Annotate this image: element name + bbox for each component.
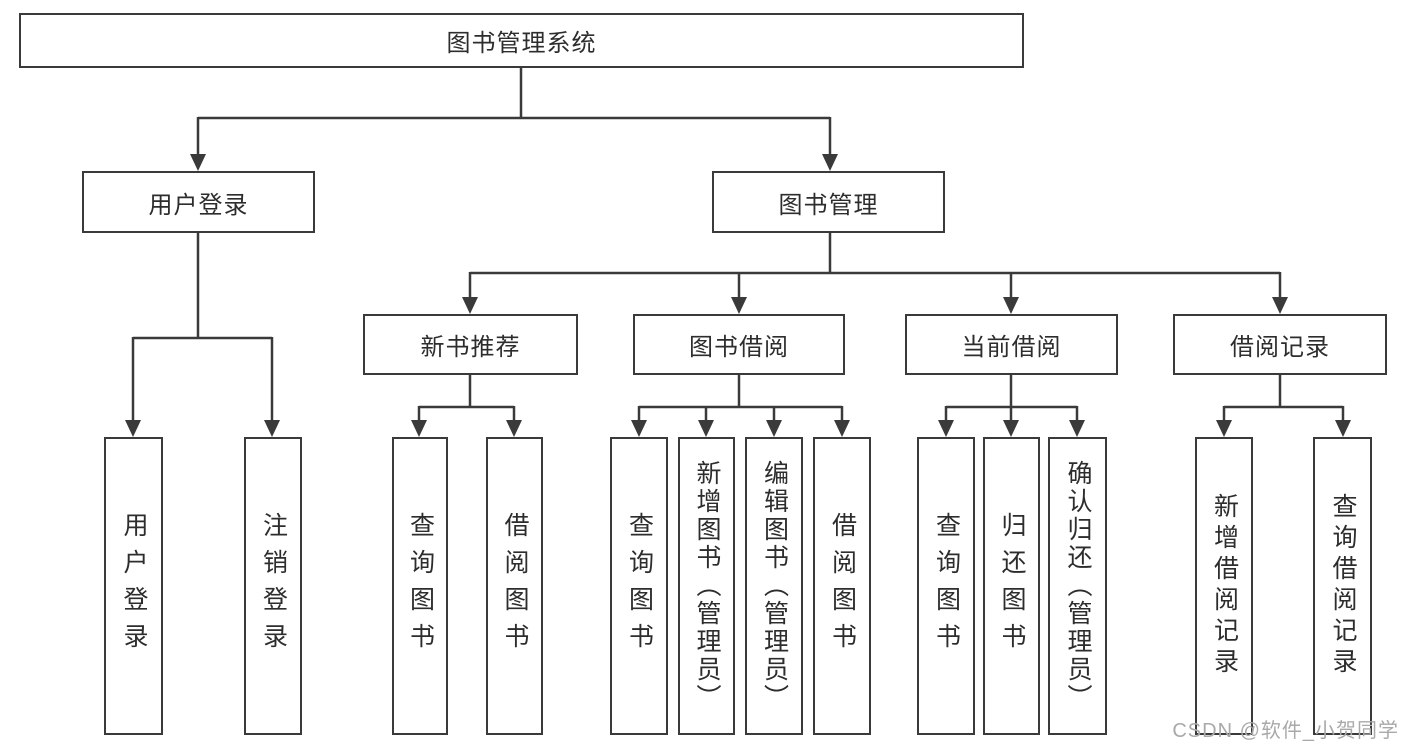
- csdn-watermark: CSDN @软件_小贺同学: [1172, 720, 1399, 742]
- node-query-books-1: 查询图书: [392, 437, 448, 735]
- node-add-book-admin: 新增图书（管理员）: [678, 437, 735, 735]
- node-label: 查询借阅记录: [1329, 493, 1357, 679]
- node-label: 查询图书: [932, 512, 961, 660]
- node-label: 用户登录: [120, 512, 148, 660]
- node-borrowing-records: 借阅记录: [1173, 314, 1387, 375]
- node-confirm-return-admin: 确认归还（管理员）: [1048, 437, 1107, 735]
- node-label: 归还图书: [998, 512, 1026, 660]
- node-borrow-books-1: 借阅图书: [486, 437, 543, 735]
- node-label: 新增借阅记录: [1210, 493, 1239, 679]
- node-logout: 注销登录: [244, 437, 302, 735]
- node-current-borrowing: 当前借阅: [905, 314, 1118, 375]
- node-label: 查询图书: [406, 512, 435, 660]
- node-add-borrow-record: 新增借阅记录: [1195, 437, 1253, 735]
- node-label: 新增图书（管理员）: [693, 460, 721, 712]
- node-label: 借阅图书: [501, 512, 529, 660]
- node-borrow-books-2: 借阅图书: [813, 437, 871, 735]
- node-label: 确认归还（管理员）: [1064, 460, 1092, 712]
- node-edit-book-admin: 编辑图书（管理员）: [745, 437, 803, 735]
- arrowheads: [125, 154, 1351, 437]
- node-query-books-3: 查询图书: [917, 437, 975, 735]
- node-user-login: 用户登录: [82, 171, 315, 233]
- connector-paths: [131, 68, 1345, 421]
- node-label: 查询图书: [625, 512, 654, 660]
- node-return-books: 归还图书: [983, 437, 1040, 735]
- node-book-borrowing: 图书借阅: [633, 314, 845, 375]
- node-label: 编辑图书（管理员）: [760, 460, 789, 712]
- node-book-management: 图书管理: [712, 171, 945, 233]
- node-library-management-system: 图书管理系统: [19, 13, 1024, 68]
- node-label: 注销登录: [259, 512, 288, 660]
- node-user-login-leaf: 用户登录: [104, 437, 163, 735]
- node-label: 借阅图书: [828, 512, 857, 660]
- node-query-borrow-record: 查询借阅记录: [1313, 437, 1372, 735]
- node-new-book-recommendation: 新书推荐: [363, 314, 578, 375]
- node-query-books-2: 查询图书: [610, 437, 668, 735]
